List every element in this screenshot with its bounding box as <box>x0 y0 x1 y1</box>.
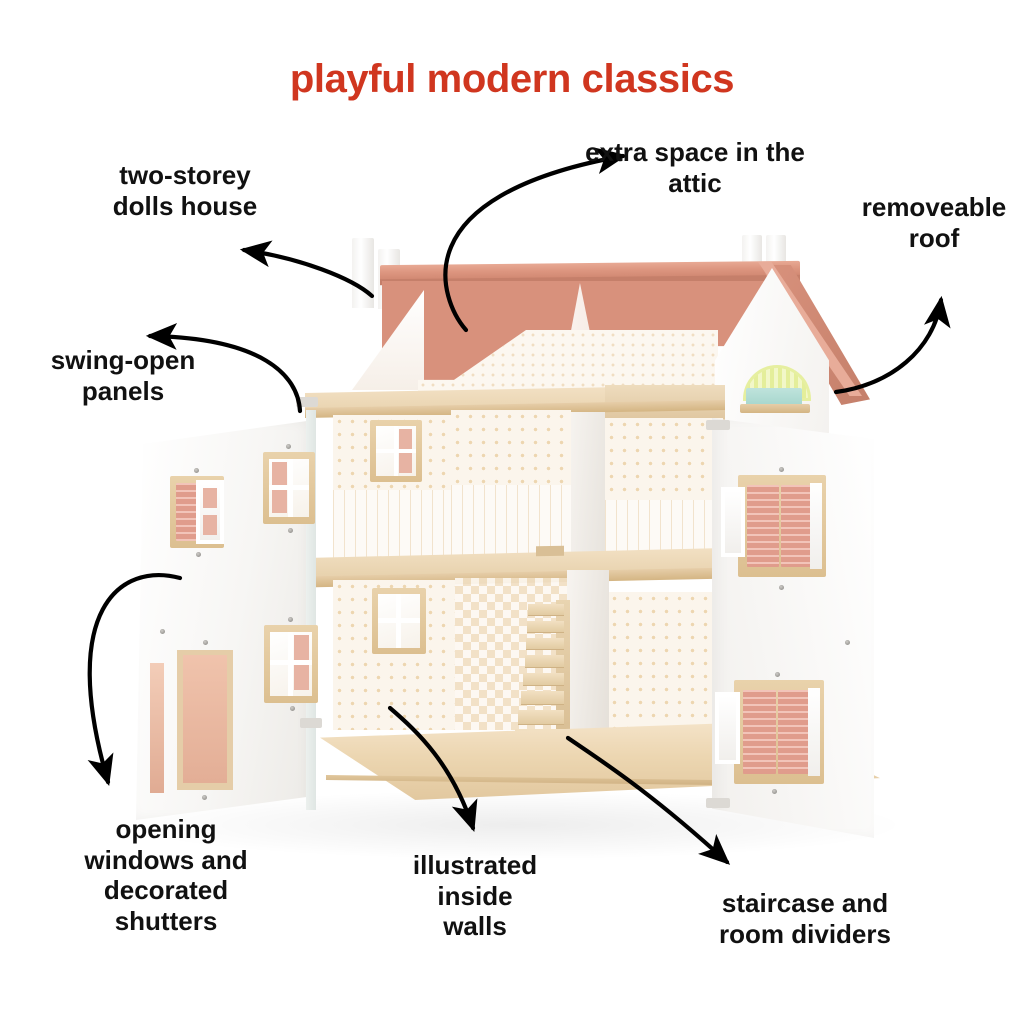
room-divider-upper <box>571 412 605 572</box>
chimney-left <box>352 238 374 308</box>
panel-screw <box>202 795 207 800</box>
panel-window-pane-2a <box>272 462 287 485</box>
shutter-casement-open-1[interactable] <box>721 487 745 557</box>
callout-opening-windows-and-decorated-shutters: opening windows and decorated shutters <box>84 814 248 937</box>
panel-window-pane-3b <box>294 665 309 690</box>
callout-swing-open-panels: swing-open panels <box>50 345 196 406</box>
panel-screw <box>779 467 784 472</box>
panel-window-pane-1 <box>203 488 217 508</box>
callout-two-storey-dolls-house: two-storey dolls house <box>112 160 258 221</box>
staircase-step <box>527 621 564 633</box>
stair-opening <box>536 545 564 557</box>
window-box <box>746 388 802 406</box>
panel-screw <box>290 706 295 711</box>
page-title: playful modern classics <box>289 57 735 101</box>
shutter-casement-open-2[interactable] <box>715 692 740 764</box>
staircase-step <box>518 710 564 725</box>
panel-screw <box>779 585 784 590</box>
shutter-left-2[interactable] <box>743 690 776 774</box>
panel-window-mullion-h-3 <box>270 660 312 665</box>
interior-window-mullion-h-upper <box>376 449 416 453</box>
staircase-step <box>521 691 564 705</box>
callout-staircase-and-room-dividers: staircase and room dividers <box>719 888 891 949</box>
hinge-right-bottom <box>706 798 730 808</box>
shutter-right-2[interactable] <box>778 690 811 774</box>
staircase-step <box>523 673 564 686</box>
interior-window-pane-upper-b <box>399 453 412 473</box>
panel-screw <box>288 617 293 622</box>
panel-screw <box>772 789 777 794</box>
panel-door[interactable] <box>183 655 227 783</box>
lower-back-wall-centre <box>455 578 567 730</box>
panel-screw <box>845 640 850 645</box>
callout-illustrated-inside-walls: illustrated inside walls <box>412 850 538 942</box>
hinge-right-top <box>706 420 730 430</box>
panel-window-pane-1b <box>203 515 217 535</box>
room-divider-lower <box>567 570 609 738</box>
window-box-sill <box>740 404 810 413</box>
panel-screw <box>194 468 199 473</box>
hinge-left-top <box>296 397 318 407</box>
shutter-casement-closed-1[interactable] <box>810 483 822 569</box>
panel-screw <box>196 552 201 557</box>
lower-back-wall-right <box>608 592 724 732</box>
panel-window-mullion-h-2 <box>269 485 309 490</box>
interior-window-pane-upper-a <box>399 429 412 449</box>
swing-panel-left-edge <box>306 410 316 810</box>
shutter-casement-closed-2[interactable] <box>808 688 820 776</box>
panel-door-open-leaf[interactable] <box>150 663 164 793</box>
interior-window-mullion-h-lower <box>378 618 420 623</box>
panel-window-pane-2b <box>272 490 287 513</box>
callout-removeable-roof: removeable roof <box>861 192 1007 253</box>
staircase-stringer <box>556 600 570 745</box>
staircase-step <box>528 604 564 616</box>
callout-extra-space-in-the-attic: extra space in the attic <box>585 137 805 198</box>
panel-window-pane-3a <box>294 635 309 660</box>
shutter-right-1[interactable] <box>781 485 813 567</box>
upper-wainscot-left <box>333 490 451 568</box>
shutter-left-1[interactable] <box>747 485 779 567</box>
hinge-left-bottom <box>300 718 322 728</box>
staircase-step <box>526 638 564 650</box>
panel-screw <box>286 444 291 449</box>
panel-screw <box>288 528 293 533</box>
panel-screw <box>160 629 165 634</box>
panel-screw <box>775 672 780 677</box>
panel-screw <box>203 640 208 645</box>
staircase-step <box>525 655 564 668</box>
